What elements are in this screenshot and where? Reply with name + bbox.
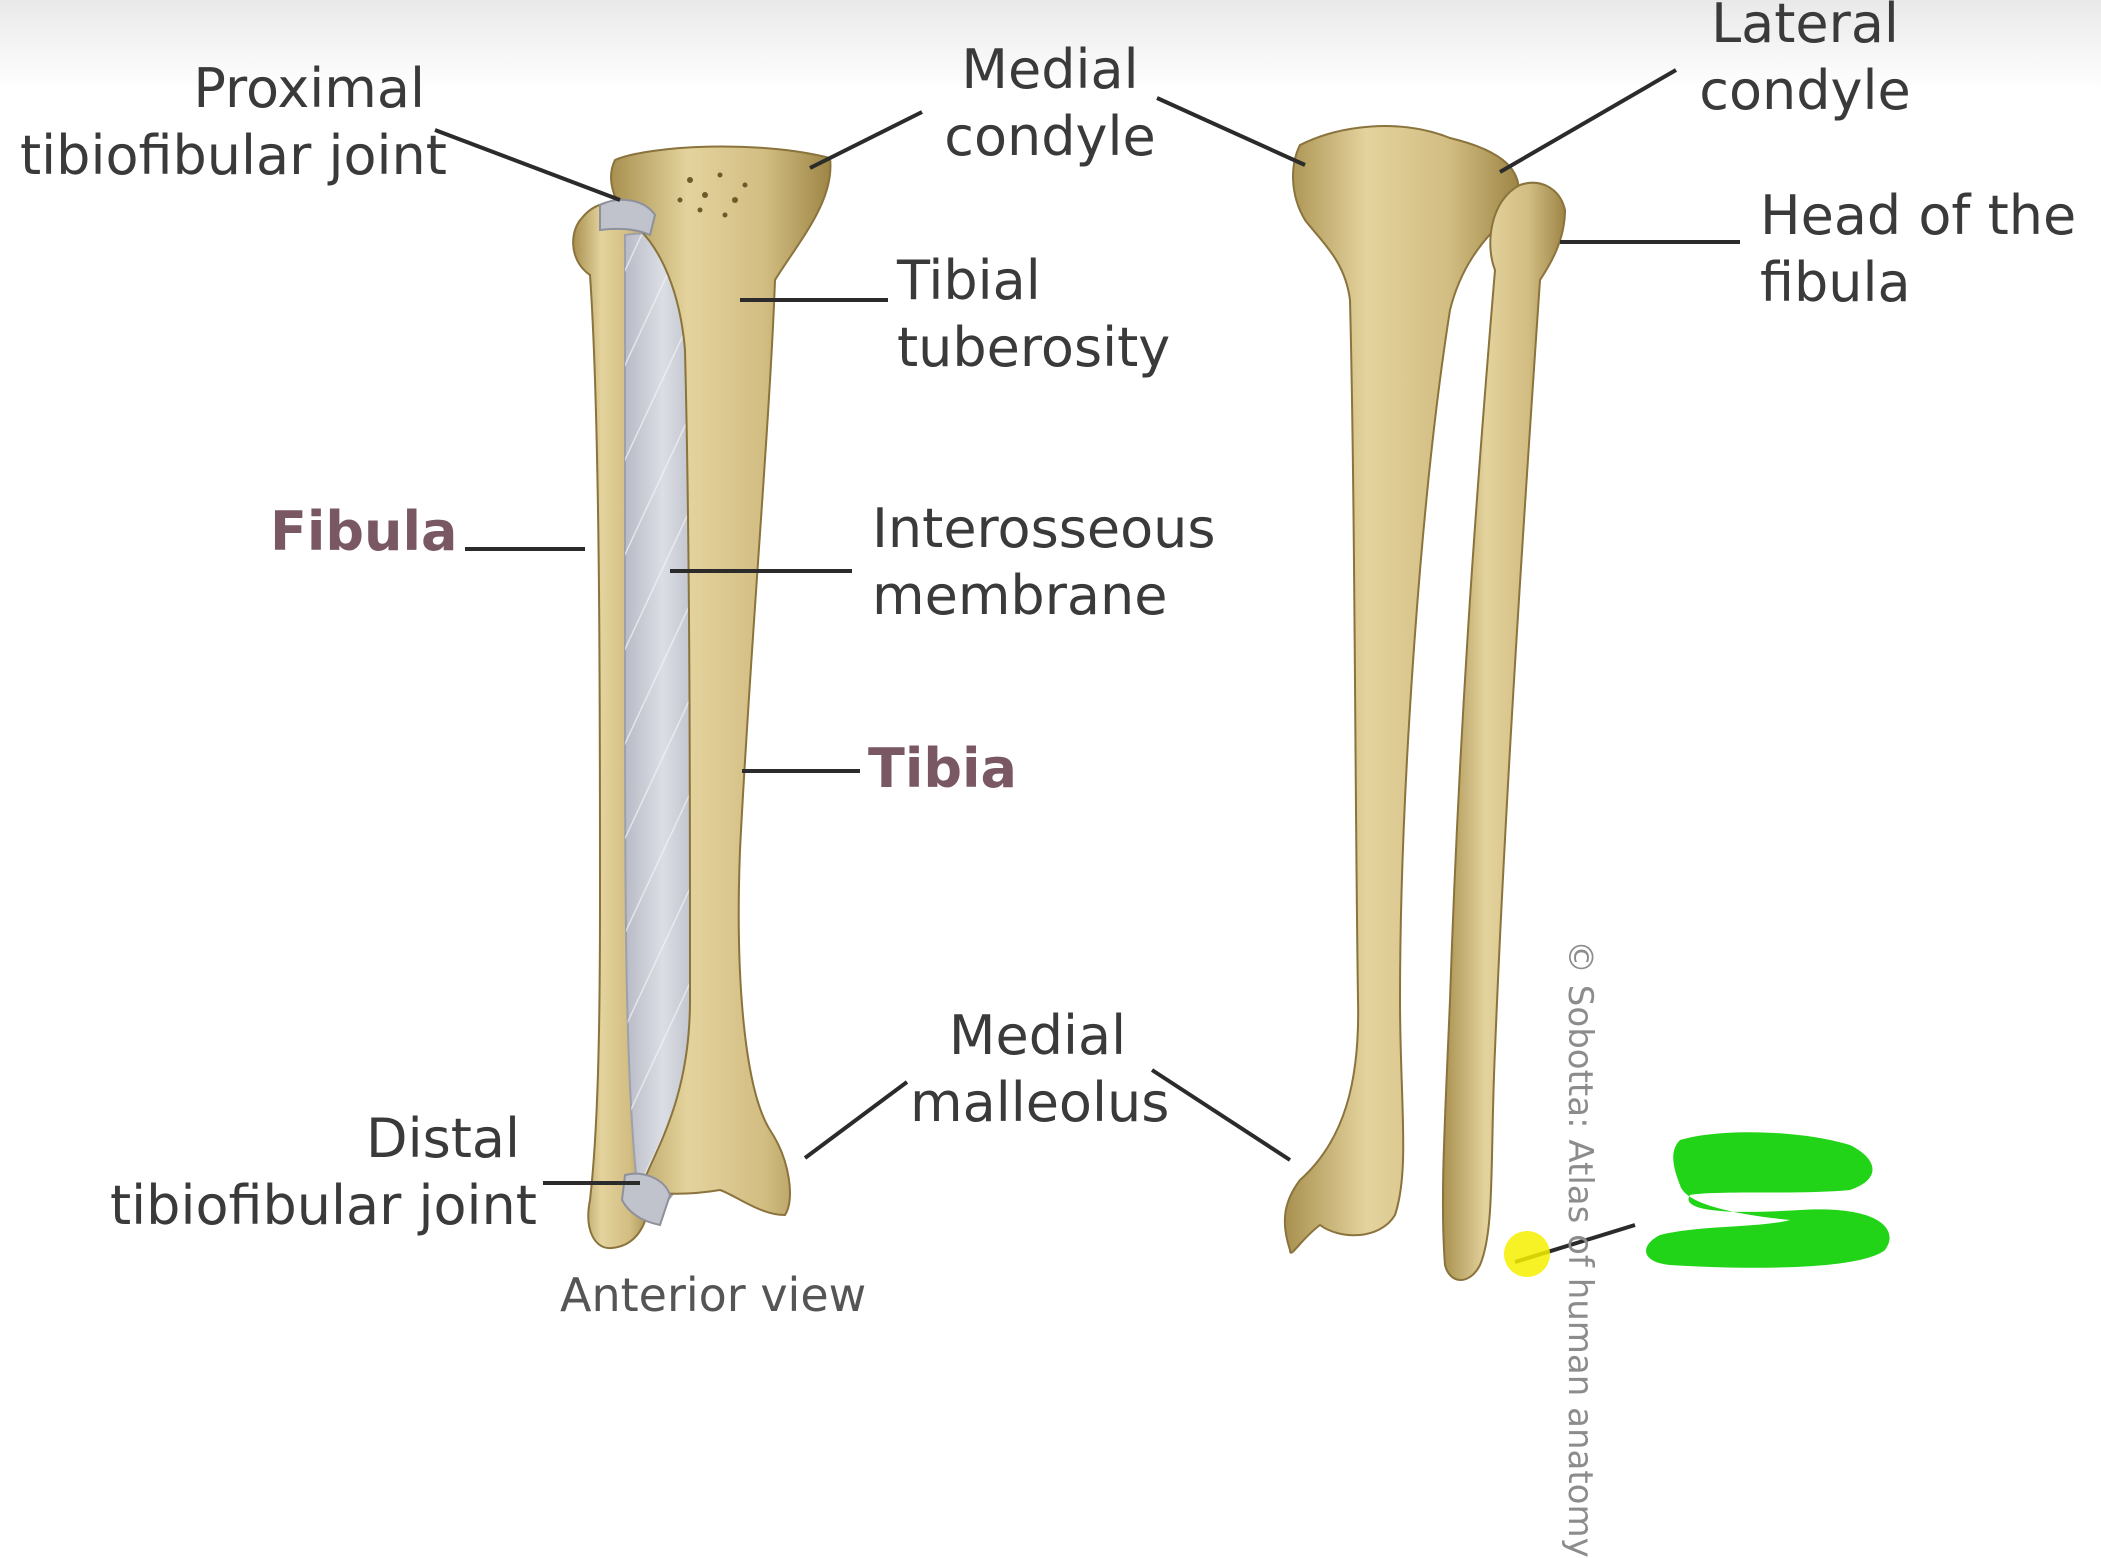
leader-medial-condyle-left [809,110,923,170]
leader-lines [434,68,1740,1264]
tibial-plateau-pores [677,172,748,218]
label-tibia: Tibia [868,737,1017,800]
label-line: condyle [944,105,1156,168]
leader-medial-condyle-right [1156,96,1306,167]
top-shade [0,0,2101,90]
leader-lateral-condyle [1498,68,1678,174]
label-interosseous-membrane: Interosseous membrane [872,495,1216,629]
label-head-of-the-fibula: Head of the fibula [1760,182,2076,316]
label-line: fibula [1760,251,1911,314]
view-caption: Anterior view [560,1268,867,1322]
label-line: Proximal [193,57,425,120]
green-scribble [1646,1132,1890,1268]
leader-medial-malleolus-left [803,1080,909,1160]
bones-drawing [434,68,1890,1281]
label-proximal-tibiofibular-joint: Proximal tibiofibular joint [20,55,447,189]
label-line: Lateral [1711,0,1899,55]
label-tibial-tuberosity: Tibial tuberosity [897,247,1170,381]
label-line: Medial [961,38,1139,101]
label-line: Distal [366,1107,520,1170]
membrane-fibers [625,233,701,1211]
label-lateral-condyle: Lateral condyle [1690,0,1920,124]
copyright-credit: © Sobotta: Atlas of human anatomy [1560,940,1600,1558]
label-line: tuberosity [897,316,1171,379]
label-line: membrane [872,564,1168,627]
label-medial-malleolus: Medial malleolus [910,1002,1170,1136]
label-line: condyle [1699,59,1911,122]
right-fibula-shape [1441,181,1567,1281]
label-medial-condyle: Medial condyle [930,36,1170,170]
label-line: tibiofibular joint [20,124,447,187]
distal-joint-capsule [620,1172,672,1227]
label-line: Interosseous [872,497,1216,560]
left-leg-bones [572,145,832,1250]
label-line: malleolus [910,1071,1170,1134]
leader-medial-malleolus-right [1150,1068,1292,1162]
label-distal-tibiofibular-joint: Distal tibiofibular joint [110,1105,537,1239]
left-tibia-shape [610,145,832,1217]
label-line: Medial [948,1004,1127,1067]
label-fibula: Fibula [270,500,458,563]
label-line: tibiofibular joint [110,1174,537,1237]
right-leg-bones [1283,125,1567,1281]
yellow-highlight-dot [1504,1231,1550,1277]
label-line: Head of the [1760,184,2077,247]
leader-proximal-joint [434,128,621,202]
label-line: Tibial [897,249,1041,312]
